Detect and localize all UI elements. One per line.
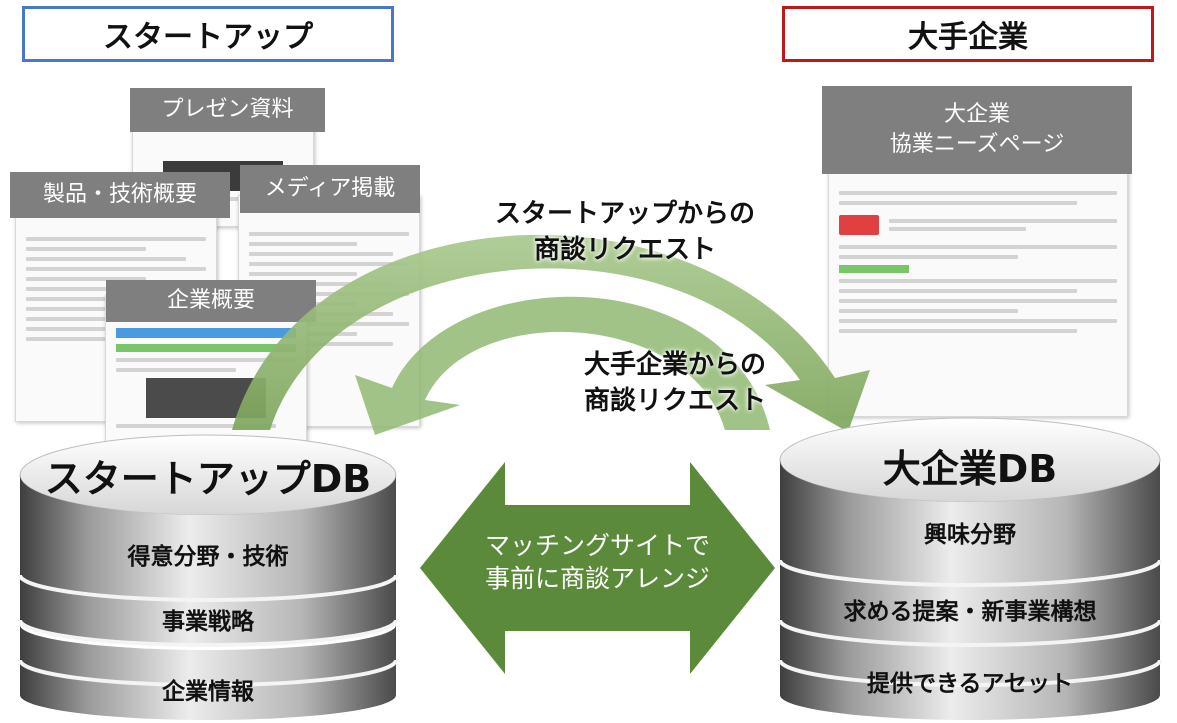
matching-text-line1: マッチングサイトで — [484, 531, 710, 560]
request-from-startup-line2: 商談リクエスト — [533, 235, 716, 266]
corp-db-title: 大企業DB — [882, 447, 1058, 491]
corporate-header: 大手企業 — [782, 6, 1154, 62]
corp-needs-label-line1: 大企業 — [943, 102, 1010, 128]
media-label: メディア掲載 — [240, 165, 420, 213]
product-label: 製品・技術概要 — [10, 172, 230, 218]
request-from-startup: スタートアップからの 商談リクエスト — [440, 196, 810, 269]
company-label: 企業概要 — [106, 280, 316, 322]
arrow-corp-to-startup — [355, 296, 770, 435]
corp-needs-doc — [828, 170, 1128, 417]
presentation-label: プレゼン資料 — [130, 88, 325, 132]
matching-text: マッチングサイトで 事前に商談アレンジ — [455, 530, 740, 595]
startup-db-layer-1: 得意分野・技術 — [127, 544, 289, 570]
startup-db-layer-2: 事業戦略 — [162, 609, 254, 635]
corp-db-layer-2: 求める提案・新事業構想 — [843, 599, 1097, 625]
corp-db-cylinder — [778, 417, 1162, 720]
corp-needs-label-line2: 協業ニーズページ — [889, 132, 1065, 157]
startup-header: スタートアップ — [22, 6, 394, 62]
corp-db-layer-1: 興味分野 — [924, 522, 1016, 548]
startup-db-layer-3: 企業情報 — [162, 679, 254, 705]
request-from-startup-line1: スタートアップからの — [494, 199, 755, 229]
corp-db-layer-3: 提供できるアセット — [866, 671, 1074, 697]
request-from-corp-line2: 商談リクエスト — [583, 386, 766, 417]
startup-db-cylinder — [18, 434, 398, 720]
matching-text-line2: 事前に商談アレンジ — [484, 563, 710, 593]
request-from-corp-line1: 大手企業からの — [583, 350, 766, 380]
arrow-startup-to-corp — [232, 234, 870, 432]
request-from-corp: 大手企業からの 商談リクエスト — [520, 347, 830, 420]
corp-needs-label: 大企業 協業ニーズページ — [822, 86, 1132, 174]
startup-db-title: スタートアップDB — [44, 457, 372, 501]
